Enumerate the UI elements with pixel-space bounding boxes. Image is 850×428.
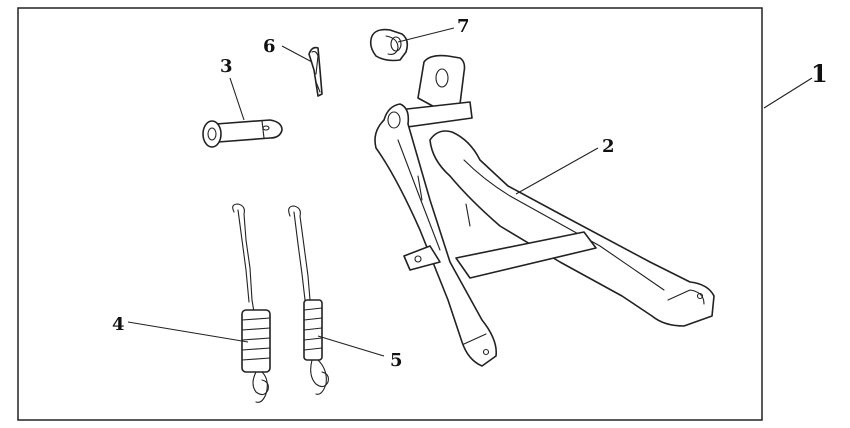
spring-small-part	[288, 205, 329, 395]
cotter-pin-part	[308, 46, 323, 97]
leader-line-6	[281, 45, 313, 63]
leader-line-2	[515, 147, 599, 195]
callout-3: 3	[220, 56, 233, 77]
callout-6: 6	[263, 36, 276, 57]
leader-line-4	[127, 321, 249, 343]
stopper-rubber-part	[369, 28, 409, 62]
pivot-pin-part	[202, 119, 283, 148]
callout-4: 4	[112, 314, 125, 335]
diagram-frame	[17, 7, 763, 421]
leader-line-3	[229, 77, 245, 121]
callout-1: 1	[811, 59, 828, 88]
leader-line-7	[397, 27, 455, 43]
callout-2: 2	[602, 136, 615, 157]
callout-5: 5	[390, 350, 403, 371]
leader-line-5	[317, 335, 385, 357]
spring-large-part	[232, 203, 271, 403]
callout-7: 7	[457, 16, 470, 37]
leader-line-1	[763, 77, 813, 109]
main-stand-part	[374, 54, 715, 367]
